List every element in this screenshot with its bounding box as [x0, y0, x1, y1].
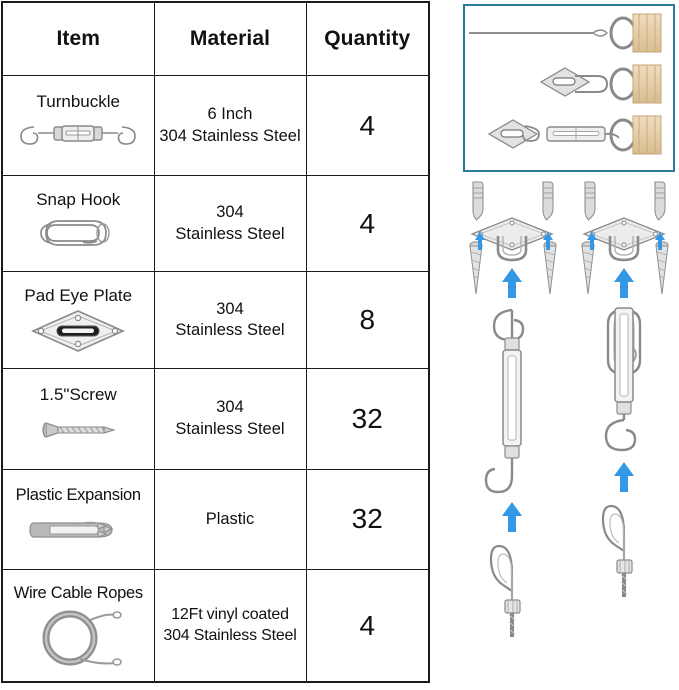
specification-table: Item Material Quantity Turnbuckle: [1, 1, 430, 683]
wall-anchor-icon: [542, 181, 554, 221]
assembly-arrow-icon: [502, 268, 522, 298]
material-line-1: 6 Inch: [207, 105, 253, 124]
material-line-2: 304 Stainless Steel: [159, 126, 301, 145]
steps-column-right: [581, 181, 669, 599]
table-row: 1.5"Screw: [1, 368, 430, 470]
turnbuckle-icon: [3, 113, 154, 159]
wall-anchor-icon: [3, 507, 154, 553]
wall-anchor-icon: [584, 181, 596, 221]
material-line-2: 304 Stainless Steel: [163, 626, 297, 644]
assembly-arrow-icon: [614, 268, 634, 298]
material-cell-pad-eye-plate: 304 Stainless Steel: [153, 270, 307, 370]
item-cell-turnbuckle: Turnbuckle: [1, 74, 155, 177]
quantity-cell-pad-eye-plate: 8: [305, 270, 430, 370]
quantity-cell-plastic-expansion: 32: [305, 468, 430, 571]
exploded-steps-svg: [469, 181, 669, 639]
steps-column-left: [469, 181, 557, 639]
table-row: Turnbuckle: [1, 74, 430, 177]
material-cell-snap-hook: 304 Stainless Steel: [153, 175, 307, 272]
material-cell-screw: 304 Stainless Steel: [153, 368, 307, 470]
wall-anchor-icon: [654, 181, 666, 221]
table-header-row: Item Material Quantity: [1, 1, 430, 76]
item-cell-wire-cable-ropes: Wire Cable Ropes: [1, 569, 155, 683]
material-line-2: Stainless Steel: [175, 419, 285, 438]
exploded-assembly-steps: [455, 180, 679, 685]
assembly-padeye-snaphook-sail: [539, 64, 662, 104]
material-cell-wire-cable-ropes: 12Ft vinyl coated 304 Stainless Steel: [153, 569, 307, 683]
wire-cable-rope-icon: [601, 504, 634, 599]
item-label: Pad Eye Plate: [24, 286, 133, 306]
material-line-1: 304: [216, 299, 244, 318]
table-row: Wire Cable Ropes 12Ft vinyl coated: [1, 569, 430, 683]
item-label: Snap Hook: [36, 189, 121, 209]
column-header-material: Material: [153, 1, 307, 76]
material-line-1: Plastic: [205, 509, 255, 528]
column-header-item: Item: [1, 1, 155, 76]
material-line-1: 12Ft vinyl coated: [171, 605, 289, 623]
snap-hook-icon: [3, 211, 154, 257]
wire-cable-rope-icon: [3, 605, 154, 667]
screw-icon: [3, 407, 154, 453]
assembly-arrow-icon: [614, 462, 634, 492]
item-label: Plastic Expansion: [15, 485, 141, 504]
item-label: Wire Cable Ropes: [13, 584, 143, 603]
quantity-cell-turnbuckle: 4: [305, 74, 430, 177]
assembly-arrow-icon: [502, 502, 522, 532]
assembly-cable-to-sail: [469, 13, 662, 53]
item-cell-plastic-expansion: Plastic Expansion: [1, 468, 155, 571]
material-cell-plastic-expansion: Plastic: [153, 468, 307, 571]
quantity-cell-wire-cable-ropes: 4: [305, 569, 430, 683]
wall-anchor-icon: [472, 181, 484, 221]
illustration-panel: [455, 0, 679, 685]
material-line-2: Stainless Steel: [175, 320, 285, 339]
material-line-1: 304: [216, 203, 244, 222]
item-label: Turnbuckle: [36, 91, 120, 111]
assembly-examples-box: [463, 4, 675, 172]
table-row: Plastic Expansion: [1, 468, 430, 571]
material-line-2: Stainless Steel: [175, 224, 285, 243]
material-cell-turnbuckle: 6 Inch 304 Stainless Steel: [153, 74, 307, 177]
turnbuckle-icon: [484, 308, 525, 494]
turnbuckle-icon: [604, 307, 637, 452]
item-cell-snap-hook: Snap Hook: [1, 175, 155, 272]
item-cell-pad-eye-plate: Pad Eye Plate: [1, 270, 155, 370]
quantity-cell-snap-hook: 4: [305, 175, 430, 272]
item-cell-screw: 1.5"Screw: [1, 368, 155, 470]
quantity-cell-screw: 32: [305, 368, 430, 470]
table-row: Snap Hook 3: [1, 175, 430, 272]
assembly-examples-svg: [469, 13, 662, 155]
assembly-padeye-turnbuckle-sail: [487, 115, 662, 155]
material-line-1: 304: [216, 398, 244, 417]
column-header-quantity: Quantity: [305, 1, 430, 76]
table-row: Pad Eye Plate: [1, 270, 430, 370]
pad-eye-plate-icon: [3, 308, 154, 354]
wire-cable-rope-icon: [489, 544, 522, 639]
item-label: 1.5"Screw: [39, 385, 117, 405]
